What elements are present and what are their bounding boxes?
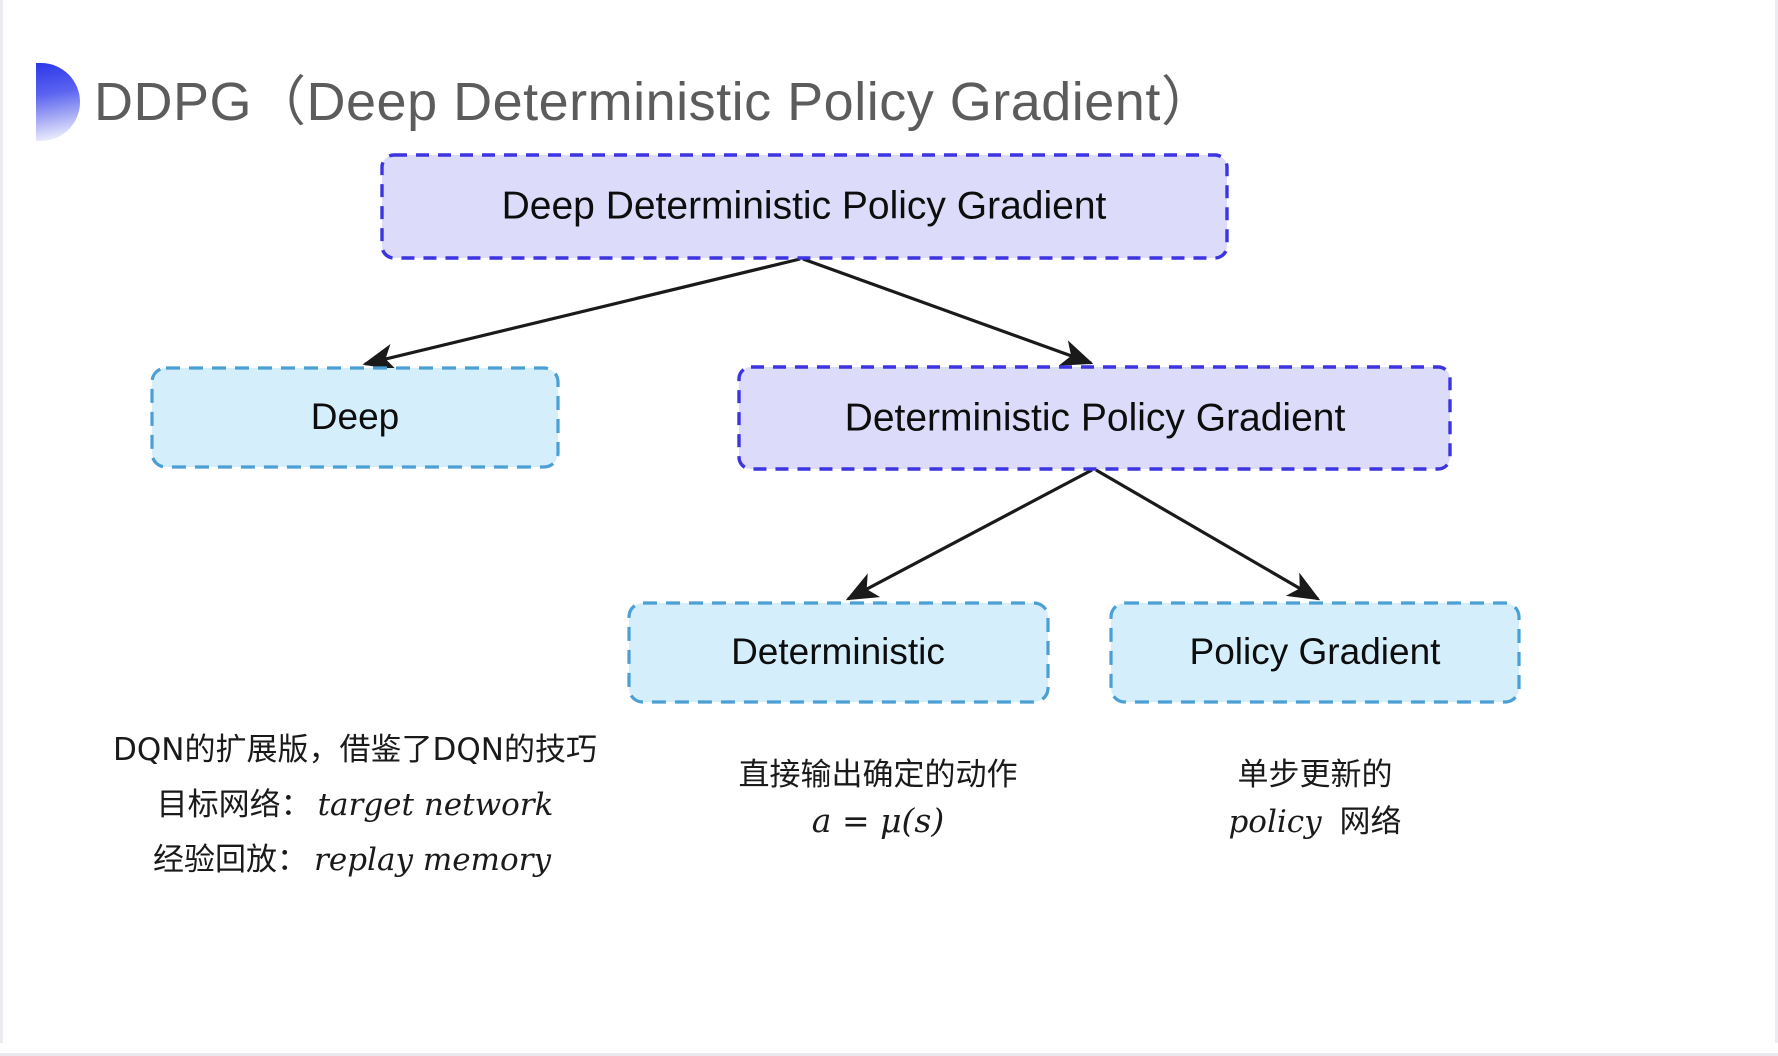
edge-group	[362, 257, 1321, 601]
node-deep-box[interactable]	[150, 366, 560, 469]
slide-edge-bottom	[0, 1043, 1778, 1056]
slide-edge-top	[0, 0, 1778, 6]
node-root[interactable]: Deep Deterministic Policy Gradient	[380, 153, 1229, 260]
caption-policy-gradient: 单步更新的 policy 网络	[1228, 757, 1401, 840]
caption-policy-gradient-rest: 网络	[1330, 804, 1402, 840]
caption-policy-gradient-line2: policy 网络	[1228, 804, 1401, 840]
edge-root-to-dpg	[802, 257, 1094, 366]
caption-deterministic-line1: 直接输出确定的动作	[739, 757, 1018, 793]
caption-deep: DQN的扩展版，借鉴了DQN的技巧 目标网络：target network 经验…	[113, 732, 597, 878]
node-deterministic-box[interactable]	[627, 601, 1050, 704]
node-policy-gradient-box[interactable]	[1109, 601, 1521, 704]
slide-edge-left	[0, 0, 11, 1056]
caption-deterministic: 直接输出确定的动作 a = μ(s)	[739, 757, 1018, 840]
node-root-box[interactable]	[380, 153, 1229, 260]
slide-edge-right	[1767, 0, 1778, 1056]
node-deep-label: Deep	[311, 396, 399, 437]
node-dpg-box[interactable]	[737, 365, 1452, 471]
node-policy-gradient[interactable]: Policy Gradient	[1109, 601, 1521, 704]
caption-policy-gradient-line1: 单步更新的	[1238, 757, 1393, 793]
edge-dpg-to-deterministic	[845, 468, 1093, 601]
slide-title-row: DDPG（Deep Deterministic Policy Gradient）	[36, 62, 1216, 142]
node-deterministic[interactable]: Deterministic	[627, 601, 1050, 704]
caption-deterministic-formula: a = μ(s)	[812, 801, 944, 840]
caption-deep-line2: 目标网络：target network	[157, 787, 554, 823]
node-dpg-label: Deterministic Policy Gradient	[845, 396, 1346, 439]
node-dpg[interactable]: Deterministic Policy Gradient	[737, 365, 1452, 471]
node-policy-gradient-label: Policy Gradient	[1190, 631, 1442, 672]
caption-deep-line3-italic: replay memory	[314, 842, 551, 878]
caption-deep-line3-label: 经验回放：	[153, 842, 308, 878]
caption-deep-line2-italic: target network	[318, 787, 554, 823]
edge-root-to-deep	[362, 257, 801, 371]
caption-deep-line1: DQN的扩展版，借鉴了DQN的技巧	[113, 732, 597, 768]
node-deterministic-label: Deterministic	[731, 631, 945, 672]
caption-deep-line2-label: 目标网络：	[157, 787, 312, 823]
node-deep[interactable]: Deep	[150, 366, 560, 469]
caption-policy-gradient-italic: policy	[1228, 804, 1322, 840]
edge-dpg-to-policy-gradient	[1095, 468, 1321, 601]
page-title: DDPG（Deep Deterministic Policy Gradient）	[94, 72, 1216, 132]
node-root-label: Deep Deterministic Policy Gradient	[502, 184, 1107, 227]
caption-deep-line3: 经验回放：replay memory	[153, 842, 551, 878]
